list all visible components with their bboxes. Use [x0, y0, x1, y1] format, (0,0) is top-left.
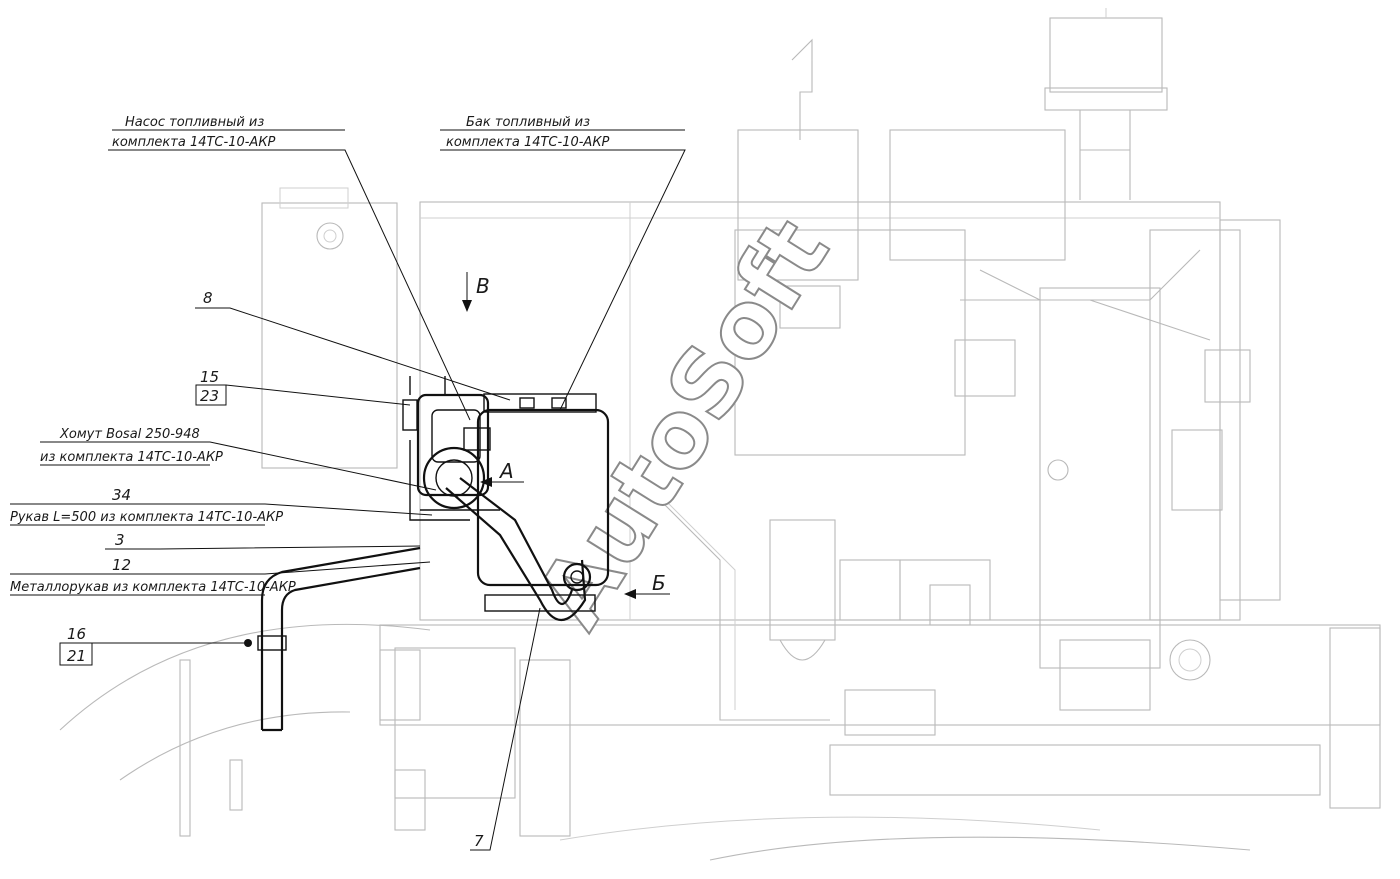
callout-labels: Насос топливный из комплекта 14ТС-10-АКР… [10, 115, 666, 850]
position-16: 16 [67, 625, 86, 643]
view-label-b: Б [652, 571, 666, 595]
background-tractor-outline [59, 8, 1381, 861]
view-arrows [462, 272, 670, 599]
callout-metal-hose-text: Металлорукав из комплекта 14ТС-10-АКР [10, 580, 296, 595]
callout-clamp-line1: Хомут Bosal 250-948 [59, 427, 200, 442]
callout-tank-line1: Бак топливный из [466, 115, 590, 130]
leader-lines [10, 129, 686, 851]
callout-tank-line2: комплекта 14ТС-10-АКР [446, 135, 610, 150]
position-3: 3 [115, 531, 125, 549]
position-12: 12 [112, 556, 131, 574]
view-label-a: А [498, 459, 514, 483]
position-7: 7 [474, 832, 484, 850]
position-21: 21 [67, 647, 86, 665]
callout-clamp-line2: из комплекта 14ТС-10-АКР [40, 450, 223, 465]
callout-pump-line2: комплекта 14ТС-10-АКР [112, 135, 276, 150]
view-label-v: В [476, 274, 490, 298]
callout-hose-text: Рукав L=500 из комплекта 14ТС-10-АКР [10, 510, 283, 525]
position-34: 34 [112, 486, 131, 504]
callout-pump-line1: Насос топливный из [125, 115, 264, 130]
position-23: 23 [200, 387, 219, 405]
position-8: 8 [203, 289, 213, 307]
heater-assembly [244, 376, 610, 732]
watermark: AutoSoft [517, 201, 850, 646]
position-15: 15 [200, 368, 219, 386]
